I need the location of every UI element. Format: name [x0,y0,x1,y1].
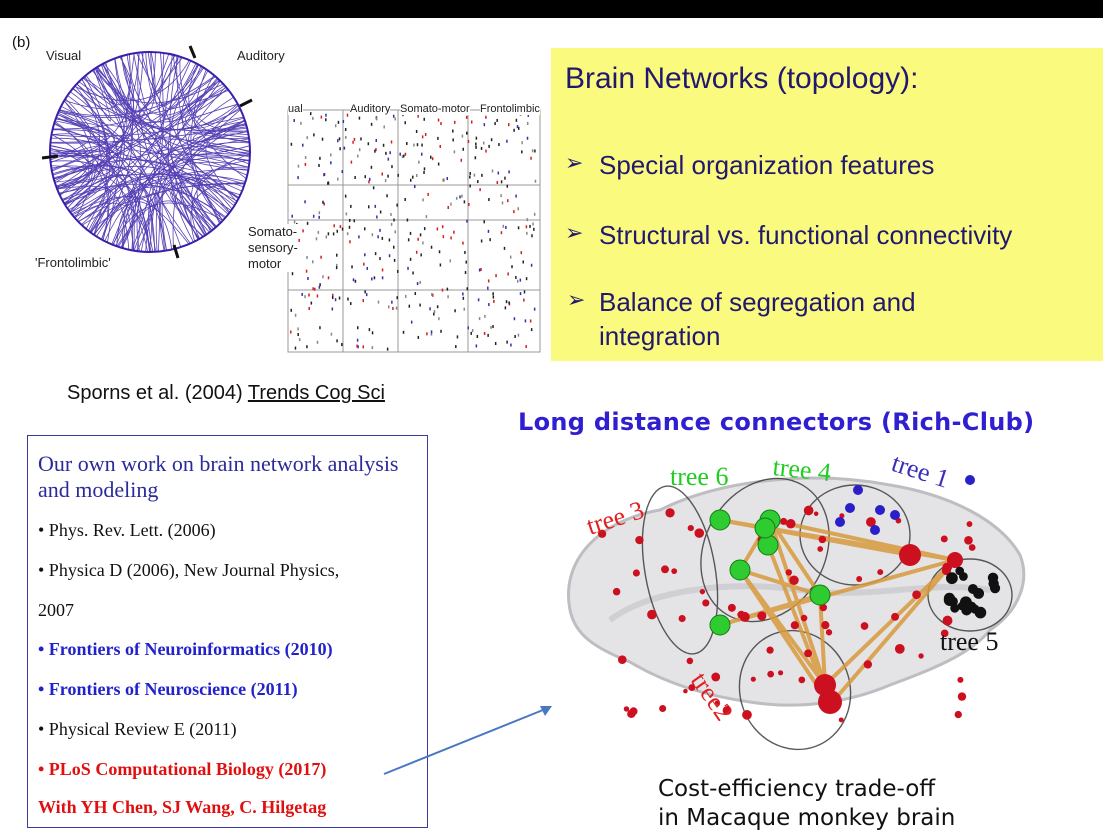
topology-item-text: Balance of segregation and integration [599,285,916,353]
matrix-side-label: Somato- sensory- motor [248,224,298,272]
top-black-bar [0,0,1103,18]
matrix-header-frontolimbic: Frontolimbic [480,103,540,115]
matrix-header-somato-motor: Somato-motor [400,103,470,115]
rich-club-title: Long distance connectors (Rich-Club) [518,408,1035,436]
publication-item: 2007 [38,600,74,620]
matrix-side-line: Somato- [248,224,298,239]
topology-item: ➢ Special organization features [565,148,934,182]
topology-item: ➢ Structural vs. functional connectivity [565,218,1012,252]
macaque-brain-network: tree 3 tree 6 tree 4 tree 1 tree 5 tree2 [567,448,1026,751]
tree-label: tree 4 [771,452,832,487]
topology-item-text: Structural vs. functional connectivity [599,220,1013,250]
matrix-side-line: sensory- [248,240,298,255]
collaborators-line: With YH Chen, SJ Wang, C. Hilgetag [38,797,327,817]
publication-item: • Frontiers of Neuroscience (2011) [38,679,298,699]
circular-connectivity-graph [41,45,253,259]
tree-label: tree 5 [940,627,998,656]
topology-item-line: Balance of segregation and [599,287,916,317]
citation: Sporns et al. (2004) Trends Cog Sci [67,382,385,405]
own-work-title: Our own work on brain network analysis a… [38,451,399,502]
arrow-bullet-icon: ➢ [565,220,584,245]
arrow-bullet-icon: ➢ [565,150,584,175]
region-label-visual: Visual [46,48,82,63]
tree-label: tree 6 [670,462,728,491]
topology-item-text: Special organization features [599,150,935,180]
publication-item: • Phys. Rev. Lett. (2006) [38,520,216,540]
matrix-header-auditory: Auditory [350,103,391,115]
caption-line: Cost-efficiency trade-off [658,776,936,802]
arrow-bullet-icon: ➢ [567,287,586,312]
publication-item: • Physica D (2006), New Journal Physics, [38,560,340,580]
brain-caption: Cost-efficiency trade-off in Macaque mon… [658,775,955,833]
publication-item: • Physical Review E (2011) [38,719,237,739]
matrix-header-visual: ual [288,103,303,115]
own-work-box: Our own work on brain network analysis a… [27,435,428,828]
caption-line: in Macaque monkey brain [658,805,956,831]
region-label-auditory: Auditory [237,48,285,63]
citation-authors: Sporns et al. (2004) [67,382,248,404]
publication-item: • Frontiers of Neuroinformatics (2010) [38,639,333,659]
topology-item: ➢ Balance of segregation and integration [565,285,916,353]
region-label-frontolimbic: 'Frontolimbic' [35,255,111,270]
topology-item-line: integration [599,321,721,351]
citation-journal-link[interactable]: Trends Cog Sci [247,382,385,404]
panel-label: (b) [12,34,31,51]
topology-box: Brain Networks (topology): ➢ Special org… [551,48,1103,361]
connectivity-matrix [287,109,541,353]
publication-item: • PLoS Computational Biology (2017) [38,759,327,779]
matrix-side-line: motor [248,256,282,271]
topology-title: Brain Networks (topology): [565,62,919,95]
connector-arrow [383,706,552,775]
